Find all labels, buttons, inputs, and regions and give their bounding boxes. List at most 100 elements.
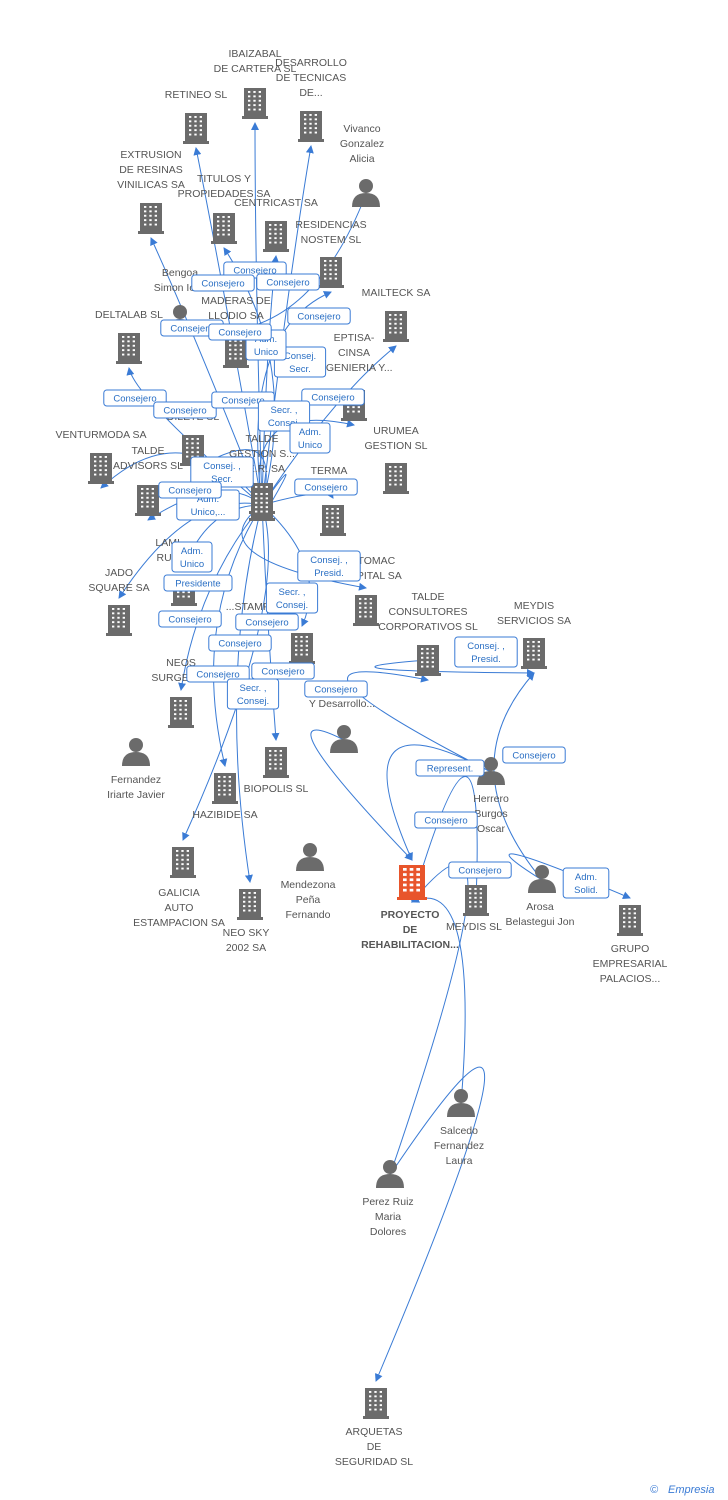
relation-label-herrero-taldeconsultores[interactable]: Consejero — [208, 634, 272, 652]
relation-label-herrero-focus[interactable]: Consejero — [304, 680, 368, 698]
building-window — [189, 133, 192, 136]
relation-label-centrohub-mailteck[interactable]: Consejero — [301, 388, 365, 406]
building-window — [151, 492, 154, 495]
building-window — [146, 505, 149, 508]
building-window — [248, 896, 251, 899]
relation-label-perez-arquetas[interactable]: Adm.Solid. — [562, 867, 610, 899]
relation-label-centrohub-titulos[interactable]: Consej.Secr. — [273, 346, 327, 378]
company-node-hazibide[interactable]: HAZIBIDE SA — [192, 773, 258, 821]
relation-label-centrohub-terma[interactable]: Consejero — [294, 478, 358, 496]
building-window — [174, 700, 177, 702]
node-label-line: NOSTEM SL — [301, 234, 362, 246]
relation-label-box — [186, 665, 250, 683]
relation-label-centrohub-taldeadvisors[interactable]: Consej. ,Secr. — [190, 456, 254, 488]
building-window — [127, 353, 130, 356]
focus-company-node[interactable]: PROYECTODEREHABILITACION... — [361, 865, 459, 951]
node-label-line: Gonzalez — [340, 138, 384, 150]
relation-label-meydissl-focus[interactable]: Consej. ,Presid. — [454, 636, 518, 668]
relation-label-arosa-grupo[interactable]: Consejero — [414, 811, 478, 829]
company-node-centrohub[interactable] — [249, 490, 275, 521]
edge-centrohub-jado — [118, 502, 263, 599]
building-window — [174, 717, 177, 720]
relation-label-centrohub-taldegestion[interactable]: Adm.Unico — [289, 422, 331, 454]
relation-label-innovacion-focus[interactable]: Secr. ,Consej. — [226, 678, 280, 710]
person-icon-head — [129, 738, 143, 752]
relation-label-centrohub-desarrollo[interactable]: Consejero — [256, 273, 320, 291]
relation-label-centrohub-venturmoda[interactable]: Consejero — [153, 401, 217, 419]
relation-label-arosa-meydisservicios[interactable]: Represent. — [415, 759, 485, 777]
building-window — [186, 438, 189, 440]
building-window — [227, 220, 230, 223]
relation-label-box — [294, 478, 358, 496]
building-window — [403, 873, 407, 876]
building-base — [88, 481, 114, 484]
company-node-venturmoda[interactable]: VENTURMODA SA — [55, 429, 147, 484]
relation-label-taldeconsultores-meydisservicios[interactable]: Consejero — [251, 662, 315, 680]
relation-label-vivanco-maderas[interactable]: Consejero — [287, 307, 351, 325]
building-base — [237, 917, 263, 920]
relation-label-centrohub-neos[interactable]: Presidente — [163, 574, 233, 592]
relation-label-text: Consejero — [163, 406, 206, 417]
company-node-grupo[interactable]: GRUPOEMPRESARIALPALACIOS... — [593, 905, 668, 985]
building-window — [253, 896, 256, 899]
relation-label-centrohub-tomac[interactable]: Adm.Unico — [171, 541, 213, 573]
relation-label-centrohub-retineo[interactable]: Consejero — [191, 274, 255, 292]
relation-label-centrohub-residencias[interactable]: Consejero — [208, 323, 272, 341]
node-label-line: TALDE — [411, 591, 444, 603]
building-window — [364, 598, 367, 600]
building-window — [403, 883, 407, 887]
building-window — [314, 131, 317, 134]
building-window — [347, 410, 350, 413]
building-window — [469, 896, 472, 899]
building-window — [260, 497, 263, 500]
relation-label-centrohub-neosky[interactable]: Consejero — [186, 665, 250, 683]
building-window — [144, 223, 147, 226]
building-window — [364, 611, 367, 614]
relation-label-centrohub-galicia[interactable]: Secr. ,Consej. — [265, 582, 319, 614]
relation-label-centrohub-deltalab[interactable]: Consejero — [103, 389, 167, 407]
relation-label-centrohub-jado[interactable]: Consejero — [158, 481, 222, 499]
company-node-meydissl[interactable]: MEYDIS SL — [446, 885, 502, 933]
relation-label-perez-focus[interactable]: Consejero — [502, 746, 566, 764]
company-node-deltalab[interactable]: DELTALAB SL — [95, 309, 163, 364]
node-label-line: MAILTECK SA — [362, 287, 431, 299]
company-node-biopolis[interactable]: BIOPOLIS SL — [244, 747, 309, 795]
node-label-line: DE RESINAS — [119, 164, 183, 176]
relation-label-salcedo-focus[interactable]: Consejero — [448, 861, 512, 879]
relation-label-centrohub-biopolis[interactable]: Consejero — [235, 613, 299, 631]
relation-label-text: Consejero — [297, 312, 340, 323]
company-node-terma[interactable]: TERMA — [311, 465, 348, 536]
building-window — [359, 611, 362, 614]
relation-label-text: Consejero — [512, 751, 555, 762]
relation-label-centrohub-estampacion[interactable]: Consej. ,Presid. — [297, 550, 361, 582]
relation-label-centrohub-hazibide[interactable]: Consejero — [158, 610, 222, 628]
company-node-mailteck[interactable]: MAILTECK SA — [362, 287, 431, 342]
company-node-centricast[interactable]: CENTRICAST SA — [234, 197, 318, 252]
building-window — [191, 446, 194, 449]
building-window — [532, 654, 535, 657]
company-node-retineo[interactable]: RETINEO SL — [165, 89, 228, 144]
edge-centrohub-ibaizabal — [251, 122, 263, 506]
node-label-line: Perez Ruiz — [362, 1196, 413, 1208]
